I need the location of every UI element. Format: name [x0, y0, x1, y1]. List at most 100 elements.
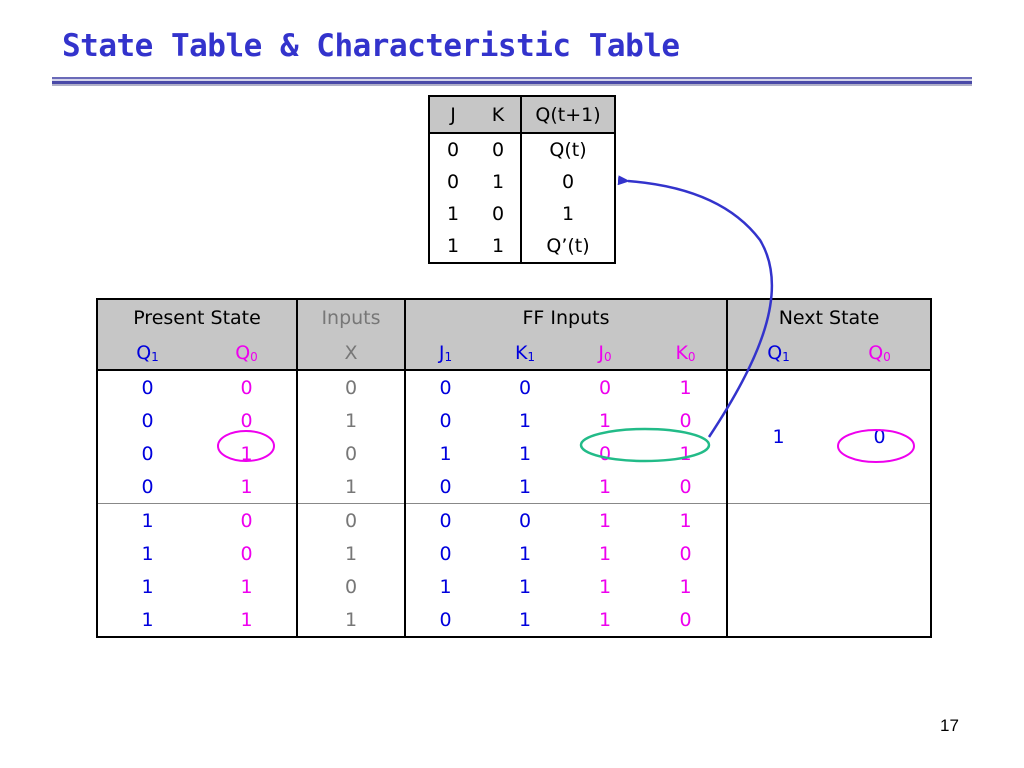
- char-header-j: J: [429, 96, 476, 134]
- table-row: 1 0 1: [429, 198, 615, 230]
- j1-cell: 0: [404, 404, 485, 437]
- table-row: 1 1 Q’(t): [429, 230, 615, 263]
- title-rule: [52, 77, 972, 84]
- q0-cell: 0: [240, 409, 253, 432]
- char-cell: 1: [446, 235, 460, 257]
- q0-cell: 1: [240, 442, 253, 465]
- x-cell: 0: [296, 370, 405, 404]
- j1-cell: 0: [404, 370, 485, 404]
- k0-header: K0: [645, 336, 727, 371]
- next-q1-header: Q1: [726, 336, 829, 371]
- x-cell: 0: [296, 503, 405, 537]
- char-cell: Q’(t): [520, 230, 615, 263]
- table-row: 0 0 Q(t): [429, 133, 615, 166]
- char-cell: 0: [446, 171, 460, 193]
- q0-header: Q0: [197, 336, 297, 371]
- char-cell: Q(t): [520, 133, 615, 166]
- j0-cell: 0: [598, 376, 612, 399]
- q1-cell: 1: [97, 503, 197, 537]
- q1-cell: 1: [141, 542, 154, 565]
- q1-cell: 1: [141, 608, 154, 631]
- q0-cell: 0: [240, 376, 253, 399]
- j1-cell: 0: [404, 470, 485, 504]
- q0-cell: 0: [197, 503, 297, 537]
- k0-cell: 1: [679, 376, 692, 399]
- q1-cell: 0: [141, 475, 154, 498]
- k1-cell: 1: [518, 409, 532, 432]
- k0-cell: 1: [679, 575, 692, 598]
- present-state-header: Present State: [97, 299, 297, 336]
- j0-cell: 1: [598, 542, 612, 565]
- sub-header-row: Q1 Q0 X J1 K1 J0 K0 Q1 Q0: [97, 336, 932, 371]
- slide-title: State Table & Characteristic Table: [62, 28, 680, 64]
- k1-cell: 1: [518, 608, 532, 631]
- k0-cell: 0: [679, 608, 692, 631]
- char-cell: 1: [520, 198, 615, 230]
- next-state-header: Next State: [725, 299, 932, 336]
- j0-cell: 1: [598, 608, 612, 631]
- x-header: X: [296, 336, 405, 371]
- next-q0-header: Q0: [829, 336, 932, 371]
- characteristic-header-row: J K Q(t+1): [429, 96, 615, 134]
- j0-cell: 1: [565, 503, 645, 537]
- k0-cell: 0: [679, 475, 692, 498]
- group-header-row: Present State Inputs FF Inputs Next Stat…: [97, 299, 932, 336]
- x-cell: 1: [296, 537, 405, 570]
- char-cell: 1: [446, 203, 460, 225]
- x-cell: 1: [296, 404, 405, 437]
- char-cell: 0: [491, 139, 505, 161]
- state-table: Present State Inputs FF Inputs Next Stat…: [96, 298, 933, 638]
- title-rule-shadow: [52, 84, 972, 86]
- q0-cell: 1: [240, 475, 253, 498]
- char-cell: 0: [520, 166, 615, 198]
- j1-cell: 1: [404, 437, 485, 470]
- q0-cell: 0: [240, 542, 253, 565]
- char-cell: 0: [491, 203, 505, 225]
- q0-cell: 1: [240, 608, 253, 631]
- j0-cell: 1: [598, 409, 612, 432]
- x-cell: 1: [296, 603, 405, 637]
- q0-cell: 1: [240, 575, 253, 598]
- x-cell: 1: [296, 470, 405, 504]
- q1-header: Q1: [97, 336, 197, 371]
- page-number: 17: [940, 716, 959, 735]
- j1-cell: 0: [404, 603, 485, 637]
- next-q1-cell: [726, 503, 829, 637]
- k1-cell: 1: [518, 542, 532, 565]
- k1-cell: 1: [518, 575, 532, 598]
- j1-cell: 0: [404, 503, 485, 537]
- x-cell: 0: [296, 570, 405, 603]
- k0-cell: 0: [679, 542, 692, 565]
- k1-cell: 1: [518, 442, 532, 465]
- k0-cell: 1: [679, 442, 692, 465]
- j0-header: J0: [565, 336, 645, 371]
- characteristic-table: J K Q(t+1) 0 0 Q(t) 0 1 0 1 0 1 1 1 Q’(t…: [428, 95, 616, 264]
- j1-cell: 1: [404, 570, 485, 603]
- j1-header: J1: [404, 336, 485, 371]
- j0-cell: 0: [598, 442, 612, 465]
- k1-header: K1: [485, 336, 565, 371]
- x-cell: 0: [296, 437, 405, 470]
- k0-cell: 1: [645, 503, 727, 537]
- q1-cell: 0: [141, 376, 154, 399]
- char-cell: 1: [491, 171, 505, 193]
- char-cell: 1: [491, 235, 505, 257]
- next-q0-cell: 0: [873, 426, 886, 448]
- ff-inputs-header: FF Inputs: [404, 299, 727, 336]
- j0-cell: 1: [598, 575, 612, 598]
- table-row: 0 1 0: [429, 166, 615, 198]
- k1-cell: 1: [518, 475, 532, 498]
- inputs-header: Inputs: [296, 299, 405, 336]
- k0-cell: 0: [679, 409, 692, 432]
- char-header-k: K: [476, 96, 521, 134]
- j1-cell: 0: [404, 537, 485, 570]
- k1-cell: 0: [485, 503, 565, 537]
- next-q1-cell: 1: [726, 370, 829, 504]
- q1-cell: 0: [141, 442, 154, 465]
